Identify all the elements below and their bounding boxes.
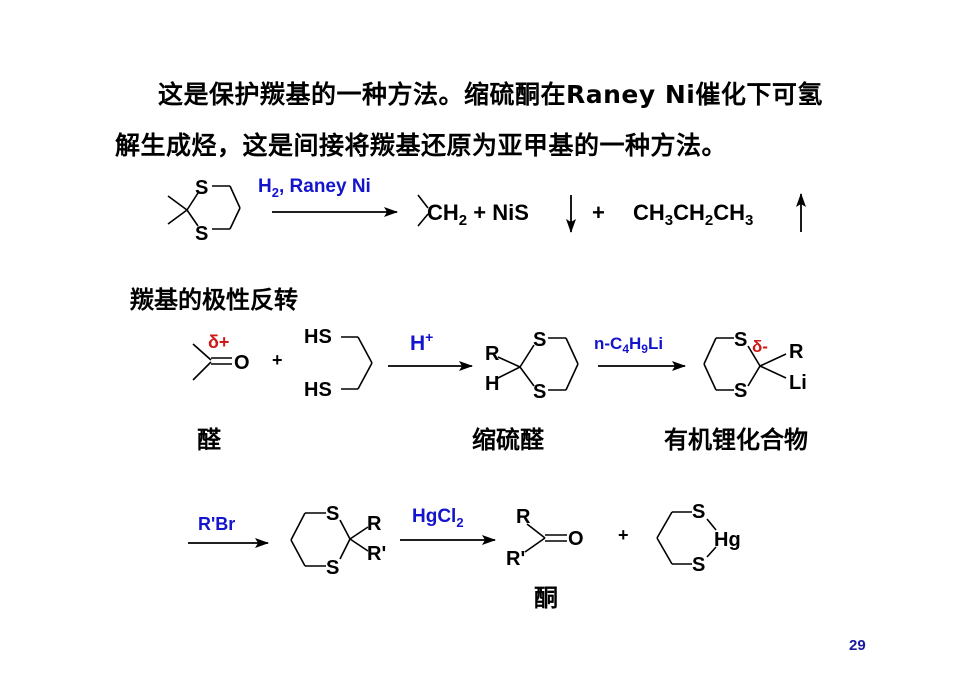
mercury-complex-sulfur-bottom: S [692,554,705,576]
reagent-hydrolysis: HgCl2 [412,506,464,530]
dialkyl-sulfur-top: S [326,503,339,525]
organolithium-r-group: R [789,341,804,363]
organolithium-sulfur-top: S [734,329,747,351]
caption-ketone: 酮 [534,584,558,612]
ketone-structure [524,523,567,553]
dithiane-sulfur-bottom: S [533,381,546,403]
thiol-top: HS [304,326,332,348]
scheme1-dithiane-structure [167,185,241,230]
dithiane-hydrogen: H [485,373,499,395]
dialkyl-dithiane-structure [290,512,369,567]
mercury-complex-sulfur-top: S [692,501,705,523]
dithiol-structure [341,336,373,390]
scheme1-plus: + [592,200,605,225]
section-heading: 羰基的极性反转 [130,286,298,314]
partial-charge-plus: δ+ [208,332,229,352]
page-number: 29 [849,637,866,654]
dialkyl-r-group: R [367,513,382,535]
partial-charge-minus: δ- [752,337,768,356]
organolithium-structure [703,337,787,391]
dithiane-sulfur-top: S [533,329,546,351]
scheme3-plus: + [618,525,629,545]
reagent-alkylation: R'Br [198,514,235,534]
mercury-atom: Hg [714,529,741,551]
aldehyde-oxygen: O [234,352,250,374]
scheme1-methylene-bonds [417,194,429,227]
reagent-base: n-C4H9Li [594,334,663,356]
caption-dithiane: 缩硫醛 [472,426,544,454]
dialkyl-r-prime-group: R' [367,543,386,565]
reagent-acid: H+ [410,329,433,355]
scheme1-reagent: H2, Raney Ni [258,176,371,200]
scheme2-plus: + [272,350,283,370]
mercury-dithiolate-structure [656,511,717,565]
organolithium-sulfur-bottom: S [734,380,747,402]
paragraph-line-1: 这是保护羰基的一种方法。缩硫酮在Raney Ni催化下可氢 [158,80,823,109]
dithiane-structure [495,337,579,391]
dialkyl-sulfur-bottom: S [326,557,339,579]
caption-aldehyde: 醛 [197,426,221,454]
caption-organolithium: 有机锂化合物 [664,426,808,454]
scheme1-sulfur-top: S [195,177,208,199]
organolithium-lithium: Li [789,372,807,394]
ketone-oxygen: O [568,528,584,550]
ketone-r-prime-group: R' [506,548,525,570]
scheme1-products: CH2 + NiS [427,200,529,229]
thiol-bottom: HS [304,379,332,401]
ketone-r-group: R [516,506,531,528]
scheme1-propane: CH3CH2CH3 [633,200,753,229]
aldehyde-structure [192,343,232,381]
dithiane-r-group: R [485,343,500,365]
paragraph-line-2: 解生成烃，这是间接将羰基还原为亚甲基的一种方法。 [115,131,728,160]
scheme1-sulfur-bottom: S [195,223,208,245]
